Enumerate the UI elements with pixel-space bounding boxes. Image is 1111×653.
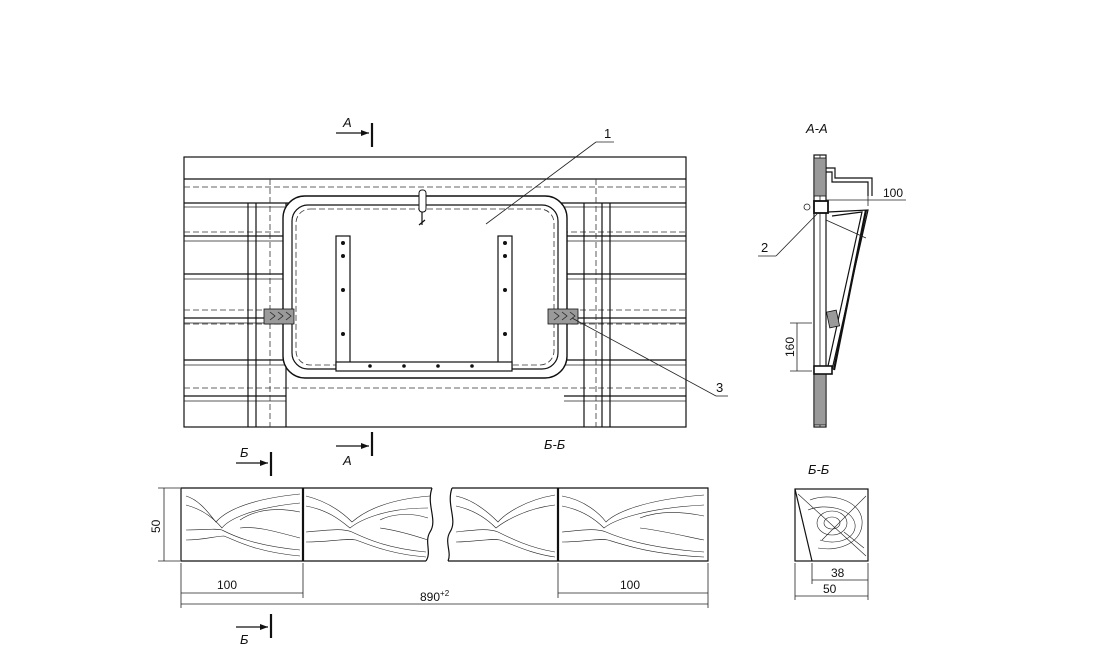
section-aa-view: 100 160	[783, 154, 906, 428]
section-mark-b-bottom-label: Б	[240, 632, 249, 647]
section-mark-b-top-label: Б	[240, 445, 249, 460]
callout-3: 3	[571, 317, 728, 397]
corrugation-lines-right	[564, 235, 686, 402]
dim-beam-height: 50	[149, 519, 163, 533]
section-bb-main-title: Б-Б	[544, 437, 566, 452]
hatch-strap-right	[497, 235, 513, 369]
wooden-bar-left	[263, 308, 295, 325]
section-mark-a-top: A	[336, 115, 374, 147]
hatch-hinge-bar	[335, 361, 513, 372]
section-mark-a-bottom: A	[336, 432, 374, 468]
callout-2: 2	[758, 212, 819, 257]
bulkhead-front-view	[183, 156, 687, 428]
dim-beam-left-end: 100	[217, 578, 237, 592]
dim-beam-right-end: 100	[620, 578, 640, 592]
dim-aa-height: 160	[783, 337, 797, 357]
callout-3-label: 3	[716, 380, 723, 395]
dim-aa-width: 100	[883, 186, 903, 200]
wooden-bar-right	[547, 308, 579, 325]
callout-1-label: 1	[604, 126, 611, 141]
section-mark-b-top: Б	[236, 445, 273, 476]
hatch-cover	[282, 189, 568, 379]
dim-bb-outer: 50	[823, 582, 837, 596]
callout-2-label: 2	[761, 240, 768, 255]
wooden-beam-elevation: 50 100 100 890+2	[149, 487, 709, 608]
section-bb-right-title: Б-Б	[808, 462, 830, 477]
callout-1: 1	[485, 126, 614, 225]
section-mark-a-bottom-label: A	[342, 453, 352, 468]
hatch-handle	[418, 189, 427, 226]
wood-grain-pattern	[185, 493, 705, 558]
dim-bb-inner: 38	[831, 566, 845, 580]
end-grain-rings	[797, 493, 867, 557]
section-bb-view: 38 50	[794, 488, 869, 600]
section-aa-title: А-А	[805, 121, 828, 136]
hatch-strap-left	[335, 235, 351, 369]
section-mark-a-top-label: A	[342, 115, 352, 130]
dim-beam-length: 890+2	[420, 589, 450, 604]
section-mark-b-bottom: Б	[236, 614, 273, 647]
